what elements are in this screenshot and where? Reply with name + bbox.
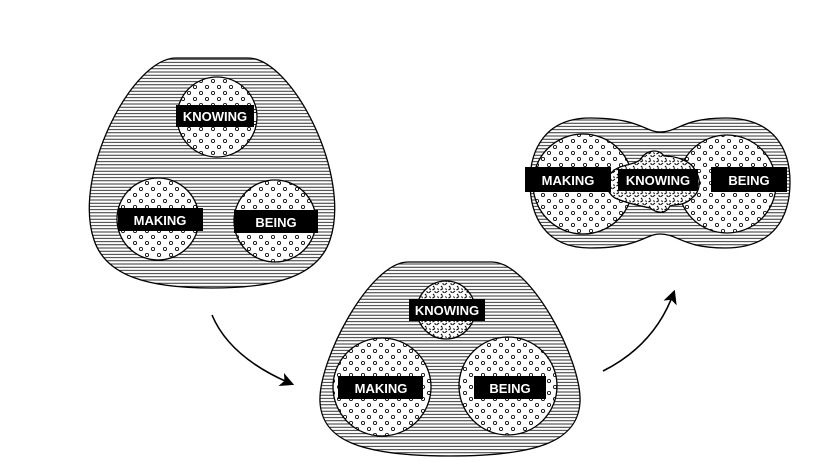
stage-3-knowing-label-bar [618,169,698,191]
stage-3-group: MAKING KNOWING BEING [525,117,791,249]
stage-2-being-label-bar [474,376,546,399]
stage-3-making-label-bar [525,167,611,192]
stage-3-knowing-label: KNOWING [626,173,690,188]
arrow-stage1-to-stage2 [211,314,295,386]
stage-3-being-label-bar [711,167,787,192]
stage-1-making-label: MAKING [134,213,187,228]
stage-1-being-label-bar [234,210,318,233]
stage-2-being-label: BEING [489,381,530,396]
stage-1-knowing-label-bar [176,105,254,127]
stage-2-group: KNOWING MAKING BEING [319,261,581,457]
stage-2-making-label-bar [338,376,423,399]
stage-3-being-label: BEING [728,173,769,188]
stage-2-knowing-label-bar [409,299,485,321]
stage-2-knowing-label: KNOWING [415,303,479,318]
stage-1-group: KNOWING MAKING BEING [88,57,336,289]
stage-1-being-label: BEING [255,215,296,230]
stage-1-making-label-bar [118,208,203,231]
stage-1-knowing-label: KNOWING [183,109,247,124]
stage-2-making-label: MAKING [355,381,408,396]
stage-3-making-label: MAKING [542,173,595,188]
arrow-stage2-to-stage3 [602,289,677,372]
